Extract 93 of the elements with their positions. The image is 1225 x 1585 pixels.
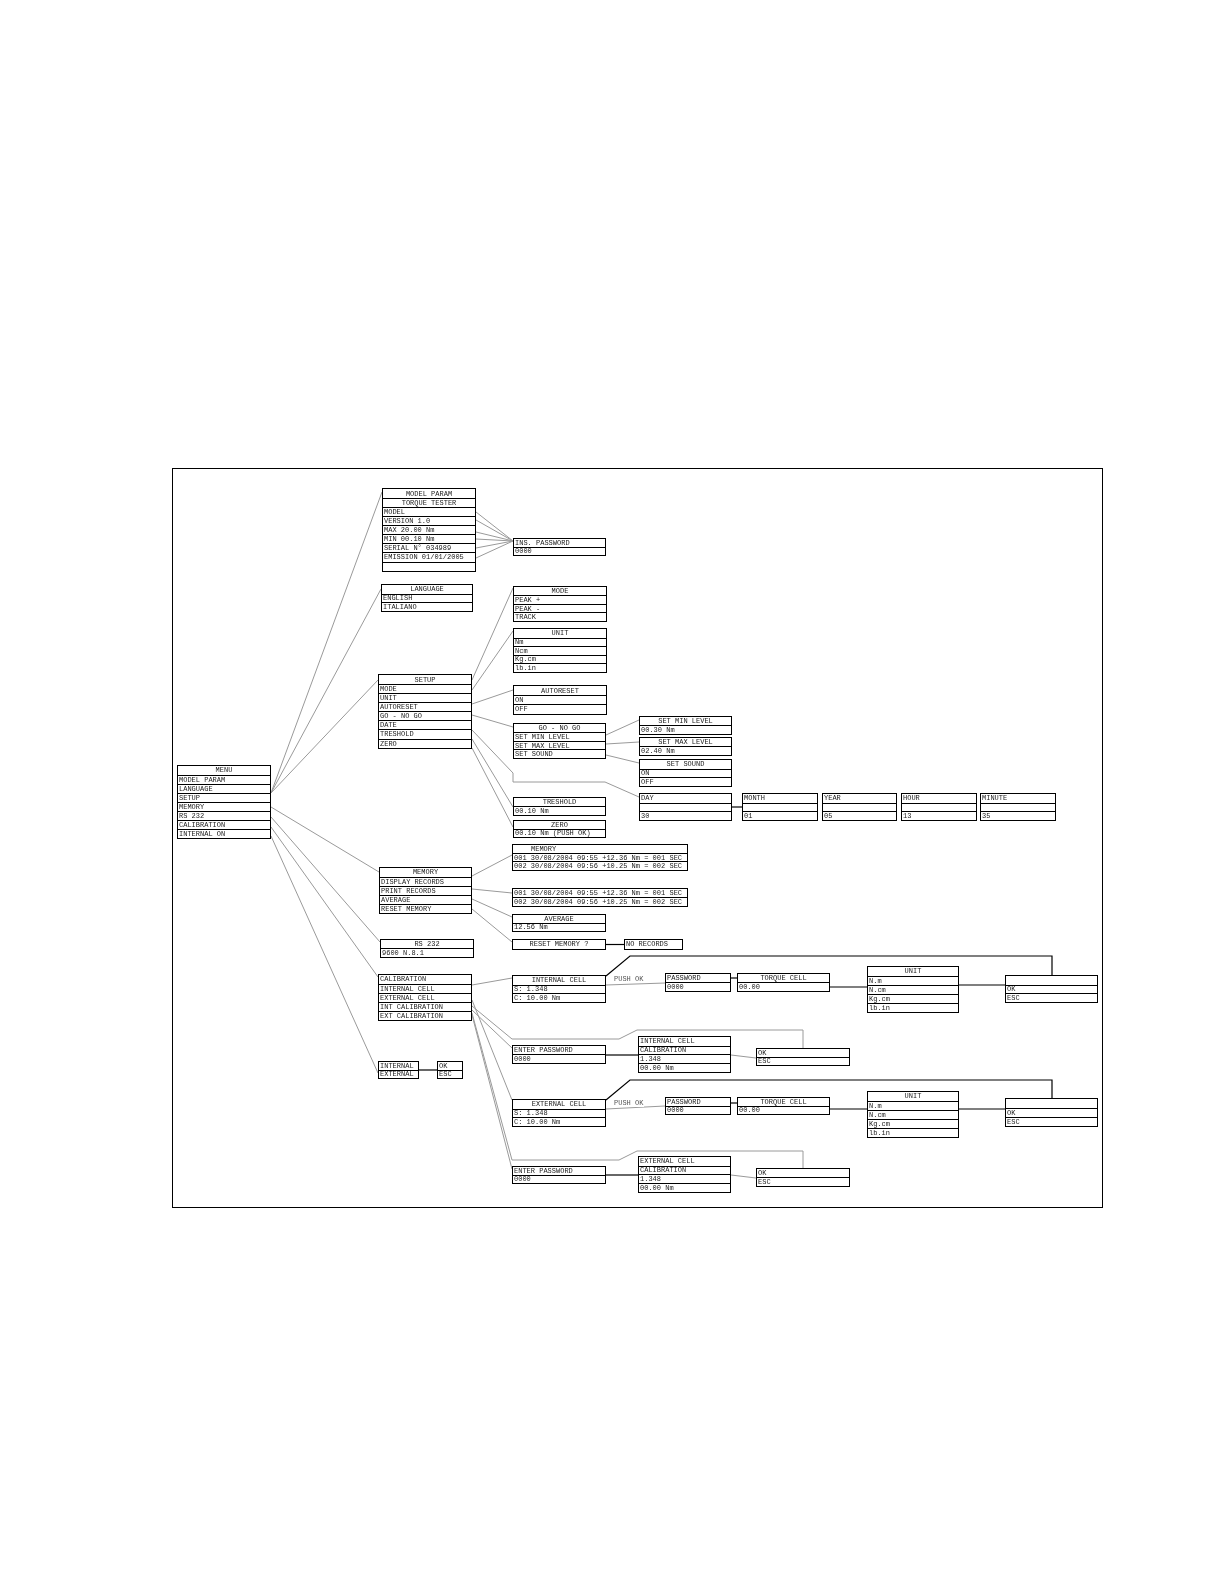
menu-box <box>665 973 731 992</box>
menu-box <box>639 737 732 756</box>
menu-box <box>512 888 688 907</box>
connector-line <box>605 955 1053 977</box>
connector-line <box>270 491 383 794</box>
menu-box <box>639 716 732 735</box>
connector-line <box>605 1054 639 1056</box>
menu-box <box>513 685 607 715</box>
connector-line <box>475 540 514 549</box>
connector-line <box>605 943 625 946</box>
connector-line <box>958 984 1006 986</box>
connector-line <box>731 806 743 808</box>
menu-box <box>381 584 473 612</box>
menu-box <box>382 488 476 572</box>
connector-line <box>605 741 640 745</box>
connector-line <box>829 986 868 988</box>
connector-line <box>475 540 514 559</box>
menu-box <box>1005 1098 1098 1127</box>
menu-box <box>638 1156 731 1193</box>
menu-box <box>437 1061 463 1079</box>
menu-box <box>742 793 818 821</box>
connector-line <box>471 1009 513 1049</box>
menu-box <box>980 793 1056 821</box>
connector-line <box>418 1069 438 1071</box>
menu-box <box>512 844 688 871</box>
connector-line <box>471 738 514 808</box>
connector-line <box>471 908 513 943</box>
connector-line <box>471 587 514 681</box>
connector-line <box>270 816 381 943</box>
menu-box <box>378 1061 419 1079</box>
connector-line <box>471 1012 804 1169</box>
menu-box <box>624 939 683 950</box>
connector-line <box>471 977 513 986</box>
connector-line <box>605 1174 639 1176</box>
menu-box <box>867 966 959 1013</box>
menu-box <box>513 820 606 838</box>
menu-box <box>1005 975 1098 1003</box>
menu-box <box>512 1045 606 1064</box>
connector-line <box>730 1054 757 1059</box>
connector-line <box>471 1005 804 1049</box>
menu-box <box>639 759 732 787</box>
menu-box <box>512 1099 606 1127</box>
menu-box <box>512 975 606 1003</box>
connector-line <box>471 898 513 918</box>
connector-line <box>730 1102 738 1104</box>
menu-box <box>867 1091 959 1138</box>
connector-line <box>958 1108 1006 1110</box>
menu-box <box>901 793 977 821</box>
menu-box <box>737 1097 830 1115</box>
menu-box <box>513 723 606 759</box>
menu-box <box>378 674 472 749</box>
menu-box <box>665 1097 731 1115</box>
menu-box <box>513 797 606 816</box>
connector-line <box>270 835 379 1074</box>
connector-line <box>605 719 640 736</box>
connector-line <box>605 1079 1053 1101</box>
connector-line <box>475 511 514 542</box>
menu-box <box>512 939 606 950</box>
menu-box <box>512 914 606 932</box>
menu-box <box>639 793 732 821</box>
menu-box <box>513 628 607 673</box>
connector-line <box>471 689 514 705</box>
connector-line <box>270 806 380 873</box>
menu-box <box>737 973 830 992</box>
connector-line <box>471 714 514 728</box>
menu-box <box>822 793 897 821</box>
connector-line <box>829 1108 868 1110</box>
menu-box <box>513 586 607 622</box>
connector-line <box>471 999 513 1101</box>
connector-line <box>605 754 640 764</box>
menu-box <box>177 765 271 839</box>
connector-line <box>270 826 379 978</box>
connector-line <box>471 729 640 798</box>
menu-box <box>513 538 606 556</box>
connector-line <box>471 630 514 691</box>
connector-line <box>471 1014 513 1170</box>
connector-line <box>730 977 738 979</box>
connector-line <box>471 747 514 828</box>
menu-box <box>756 1048 850 1066</box>
menu-box <box>380 939 474 958</box>
connector-line <box>605 982 666 986</box>
connector-line <box>475 538 514 542</box>
connector-line <box>471 888 513 894</box>
menu-box <box>512 1166 606 1184</box>
menu-box <box>638 1036 731 1073</box>
menu-box <box>379 867 472 914</box>
connector-line <box>270 679 379 794</box>
connector-line <box>730 1174 757 1179</box>
menu-box <box>378 974 472 1021</box>
connector-line <box>605 1105 666 1110</box>
connector-line <box>471 854 513 877</box>
connector-line <box>475 519 514 542</box>
menu-box <box>756 1168 850 1187</box>
